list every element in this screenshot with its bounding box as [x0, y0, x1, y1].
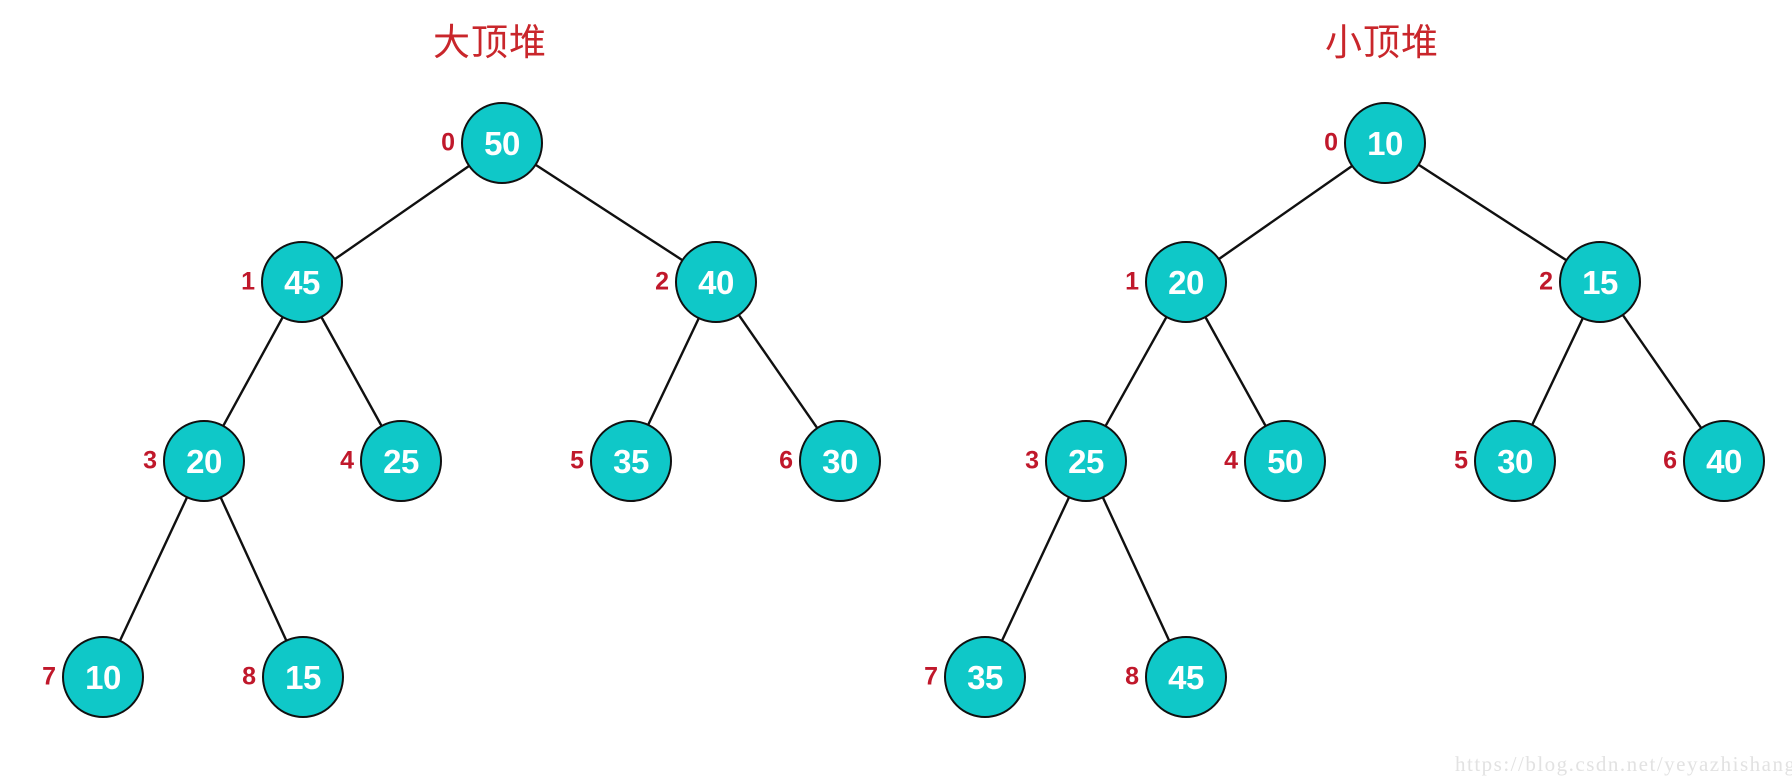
node-index-label: 8: [242, 662, 256, 691]
tree-node[interactable]: 15: [262, 636, 344, 718]
tree-node[interactable]: 40: [675, 241, 757, 323]
tree-node-value: 45: [284, 263, 320, 301]
tree-node-value: 15: [285, 658, 321, 696]
node-index-label: 0: [441, 128, 455, 157]
tree-node-value: 10: [85, 658, 121, 696]
tree-edge: [534, 163, 684, 262]
node-index-label: 2: [655, 267, 669, 296]
tree-edge: [1101, 496, 1171, 642]
tree-node[interactable]: 45: [1145, 636, 1227, 718]
tree-node-value: 15: [1582, 263, 1618, 301]
node-index-label: 0: [1324, 128, 1338, 157]
tree-edge: [1204, 316, 1267, 427]
tree-node[interactable]: 40: [1683, 420, 1765, 502]
heap-title-min-heap: 小顶堆: [1325, 21, 1439, 64]
tree-edge: [1000, 496, 1071, 642]
tree-node[interactable]: 35: [944, 636, 1026, 718]
tree-edge: [1621, 314, 1703, 429]
node-index-label: 1: [241, 267, 255, 296]
tree-node[interactable]: 20: [1145, 241, 1227, 323]
tree-node[interactable]: 30: [799, 420, 881, 502]
heap-title-max-heap: 大顶堆: [433, 21, 547, 64]
tree-edge: [1218, 164, 1353, 261]
node-index-label: 1: [1125, 267, 1139, 296]
tree-node[interactable]: 10: [1344, 102, 1426, 184]
node-index-label: 6: [1663, 446, 1677, 475]
tree-node[interactable]: 15: [1559, 241, 1641, 323]
tree-node[interactable]: 25: [1045, 420, 1127, 502]
node-index-label: 8: [1125, 662, 1139, 691]
tree-node-value: 25: [383, 442, 419, 480]
tree-node-value: 40: [698, 263, 734, 301]
tree-node-value: 40: [1706, 442, 1742, 480]
tree-node[interactable]: 50: [461, 102, 543, 184]
node-index-label: 4: [1224, 446, 1238, 475]
tree-edge: [1531, 317, 1584, 426]
tree-node-value: 50: [1267, 442, 1303, 480]
node-index-label: 3: [1025, 446, 1039, 475]
node-index-label: 5: [570, 446, 584, 475]
tree-node[interactable]: 10: [62, 636, 144, 718]
node-index-label: 6: [779, 446, 793, 475]
tree-edge: [647, 317, 700, 426]
node-index-label: 3: [143, 446, 157, 475]
node-index-label: 5: [1454, 446, 1468, 475]
node-index-label: 7: [924, 662, 938, 691]
watermark-text: https://blog.csdn.net/yeyazhishang: [1455, 752, 1792, 776]
node-index-label: 4: [340, 446, 354, 475]
tree-node[interactable]: 45: [261, 241, 343, 323]
tree-node-value: 45: [1168, 658, 1204, 696]
tree-edge: [1417, 163, 1568, 262]
tree-node-value: 30: [1497, 442, 1533, 480]
node-index-label: 2: [1539, 267, 1553, 296]
tree-node-value: 20: [186, 442, 222, 480]
tree-edge: [1104, 316, 1168, 427]
tree-edge: [222, 316, 284, 427]
tree-edge: [737, 314, 819, 429]
tree-node-value: 25: [1068, 442, 1104, 480]
tree-node-value: 20: [1168, 263, 1204, 301]
tree-node[interactable]: 25: [360, 420, 442, 502]
tree-node-value: 50: [484, 124, 520, 162]
tree-node[interactable]: 50: [1244, 420, 1326, 502]
tree-edge: [334, 164, 470, 261]
tree-node-value: 30: [822, 442, 858, 480]
node-index-label: 7: [42, 662, 56, 691]
tree-node-value: 35: [613, 442, 649, 480]
tree-node[interactable]: 20: [163, 420, 245, 502]
tree-node-value: 10: [1367, 124, 1403, 162]
tree-edge: [320, 316, 383, 427]
tree-edge: [118, 496, 189, 642]
tree-node[interactable]: 35: [590, 420, 672, 502]
tree-edge: [219, 496, 288, 642]
tree-node[interactable]: 30: [1474, 420, 1556, 502]
tree-node-value: 35: [967, 658, 1003, 696]
